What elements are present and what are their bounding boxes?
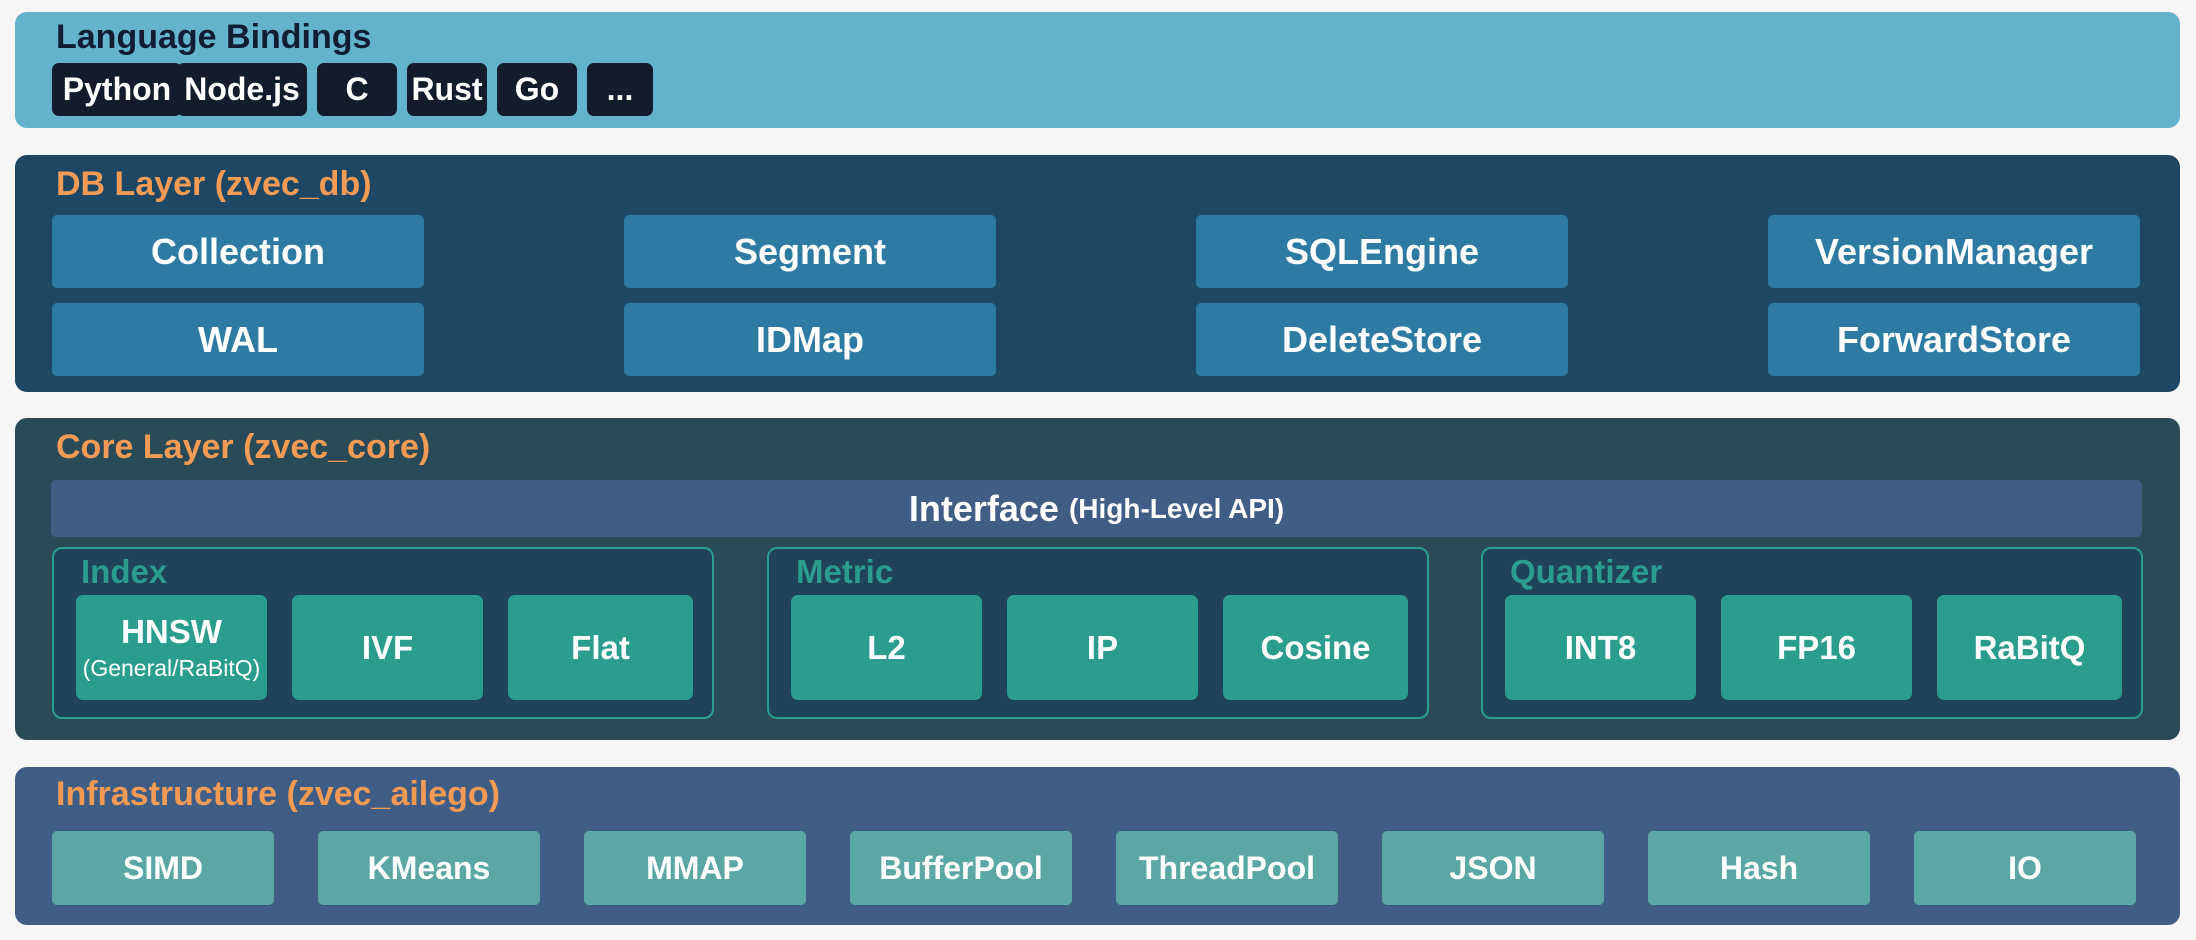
infra-json: JSON (1382, 831, 1604, 905)
infrastructure-title: Infrastructure (zvec_ailego) (56, 775, 501, 813)
group-quantizer: Quantizer INT8 FP16 RaBitQ (1481, 547, 2143, 719)
db-component-forwardstore: ForwardStore (1768, 303, 2140, 376)
core-layer: Core Layer (zvec_core) Interface (High-L… (15, 418, 2180, 740)
infra-kmeans: KMeans (318, 831, 540, 905)
db-component-segment: Segment (624, 215, 996, 288)
infra-hash: Hash (1648, 831, 1870, 905)
metric-l2: L2 (791, 595, 982, 700)
group-metric: Metric L2 IP Cosine (767, 547, 1429, 719)
infra-simd: SIMD (52, 831, 274, 905)
binding-python: Python (52, 63, 182, 116)
algo-hnsw-note: (General/RaBitQ) (82, 655, 261, 681)
algo-ivf: IVF (292, 595, 483, 700)
interface-note: (High-Level API) (1068, 492, 1285, 524)
language-bindings-title: Language Bindings (56, 18, 372, 56)
quantizer-rabitq: RaBitQ (1937, 595, 2122, 700)
infrastructure-layer: Infrastructure (zvec_ailego) SIMD KMeans… (15, 767, 2180, 925)
db-layer-title: DB Layer (zvec_db) (56, 165, 372, 203)
infra-mmap: MMAP (584, 831, 806, 905)
db-component-versionmanager: VersionManager (1768, 215, 2140, 288)
infra-bufferpool: BufferPool (850, 831, 1072, 905)
binding-more: ... (587, 63, 653, 116)
quantizer-int8: INT8 (1505, 595, 1696, 700)
core-layer-title: Core Layer (zvec_core) (56, 428, 431, 466)
infra-io: IO (1914, 831, 2136, 905)
db-component-collection: Collection (52, 215, 424, 288)
interface-label: Interface (908, 487, 1059, 529)
db-component-sqlengine: SQLEngine (1196, 215, 1568, 288)
db-layer: DB Layer (zvec_db) Collection Segment SQ… (15, 155, 2180, 392)
algo-flat: Flat (508, 595, 693, 700)
group-index-title: Index (81, 553, 168, 590)
infra-threadpool: ThreadPool (1116, 831, 1338, 905)
db-component-deletestore: DeleteStore (1196, 303, 1568, 376)
group-index: Index HNSW (General/RaBitQ) IVF Flat (52, 547, 714, 719)
db-component-idmap: IDMap (624, 303, 996, 376)
metric-cosine: Cosine (1223, 595, 1408, 700)
group-quantizer-title: Quantizer (1510, 553, 1663, 590)
group-metric-title: Metric (796, 553, 894, 590)
language-bindings-layer: Language Bindings Python Node.js C Rust … (15, 12, 2180, 128)
interface-bar: Interface (High-Level API) (51, 480, 2142, 537)
binding-go: Go (497, 63, 577, 116)
binding-rust: Rust (407, 63, 487, 116)
quantizer-fp16: FP16 (1721, 595, 1912, 700)
algo-hnsw-label: HNSW (121, 613, 222, 650)
binding-c: C (317, 63, 397, 116)
binding-nodejs: Node.js (177, 63, 307, 116)
algo-hnsw: HNSW (General/RaBitQ) (76, 595, 267, 700)
metric-ip: IP (1007, 595, 1198, 700)
db-component-wal: WAL (52, 303, 424, 376)
